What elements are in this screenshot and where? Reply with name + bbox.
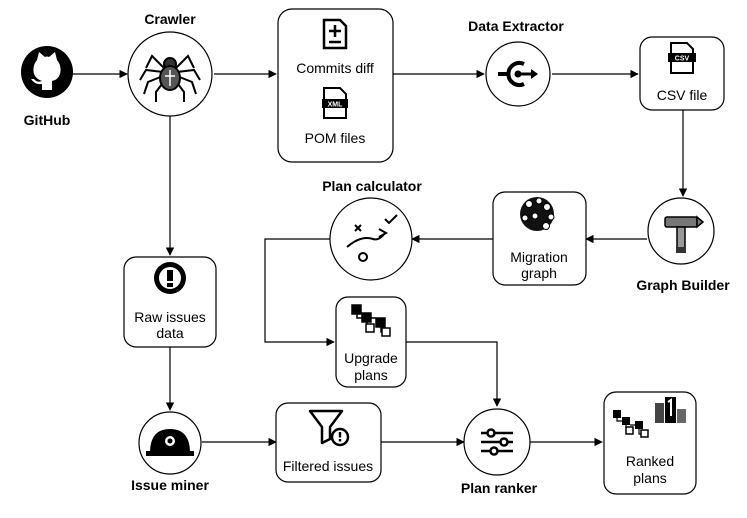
commits-pom-node: Commits diff XML POM files [277,8,394,163]
github-icon [21,46,73,98]
sliders-icon [481,428,513,456]
migration-graph-line2: graph [521,265,557,281]
migration-graph-node: Migration graph [492,191,587,286]
upgrade-plans-line1: Upgrade [344,350,398,366]
miner-helmet-icon [146,429,194,456]
github-label: GitHub [24,112,71,128]
edges [72,69,688,447]
commits-diff-label: Commits diff [296,60,374,76]
spider-icon [139,54,201,102]
edge-upgrade-ranker [406,341,502,407]
ranked-plans-line1: Ranked [626,453,674,469]
raw-issues-box [123,256,217,348]
tree-icon [351,304,391,337]
upgrade-plans-line2: plans [354,367,387,383]
ranked-plans-node: Ranked plans [603,391,697,495]
pom-files-label: POM files [305,130,366,146]
csv-file-icon: CSV [668,42,696,74]
xml-icon-text: XML [328,102,344,109]
raw-issues-node: Raw issues data [123,256,217,348]
ranked-plans-line2: plans [633,470,666,486]
extractor-icon [498,61,538,87]
issue-miner-node: Issue miner [131,411,209,493]
plan-calculator-node: Plan calculator [322,178,422,281]
data-extractor-node: Data Extractor [468,18,564,107]
exclamation-icon [154,262,186,294]
filter-warning-icon [308,409,350,447]
filtered-issues-label: Filtered issues [283,458,373,474]
hammer-icon [664,215,705,253]
migration-graph-box [492,191,587,286]
edge-plancalc-upgrade [264,238,335,347]
network-sphere-icon [520,197,555,231]
crawler-label: Crawler [144,11,196,27]
raw-issues-line2: data [156,325,183,341]
data-extractor-label: Data Extractor [468,18,564,34]
graph-builder-node: Graph Builder [636,197,730,293]
csv-icon-text: CSV [675,56,690,63]
csv-file-label: CSV file [657,87,708,103]
migration-graph-line1: Migration [510,249,568,265]
crawler-node: Crawler [127,11,213,117]
raw-issues-line1: Raw issues [134,309,206,325]
upgrade-plans-box [335,296,407,388]
ranking-podium-icon [613,397,686,438]
csv-file-node: CSV CSV file [639,36,725,111]
filtered-issues-node: Filtered issues [275,402,382,483]
plan-ranker-node: Plan ranker [461,408,538,496]
issue-miner-label: Issue miner [131,477,209,493]
upgrade-plans-node: Upgrade plans [335,296,407,388]
graph-builder-label: Graph Builder [636,277,730,293]
plan-calculator-label: Plan calculator [322,178,422,194]
plan-ranker-label: Plan ranker [461,480,538,496]
xml-file-icon: XML [322,87,348,119]
commits-pom-box [277,8,394,163]
strategy-icon [346,214,398,262]
filtered-issues-box [275,402,382,483]
file-diff-icon [322,18,348,50]
github-node: GitHub [21,46,73,128]
